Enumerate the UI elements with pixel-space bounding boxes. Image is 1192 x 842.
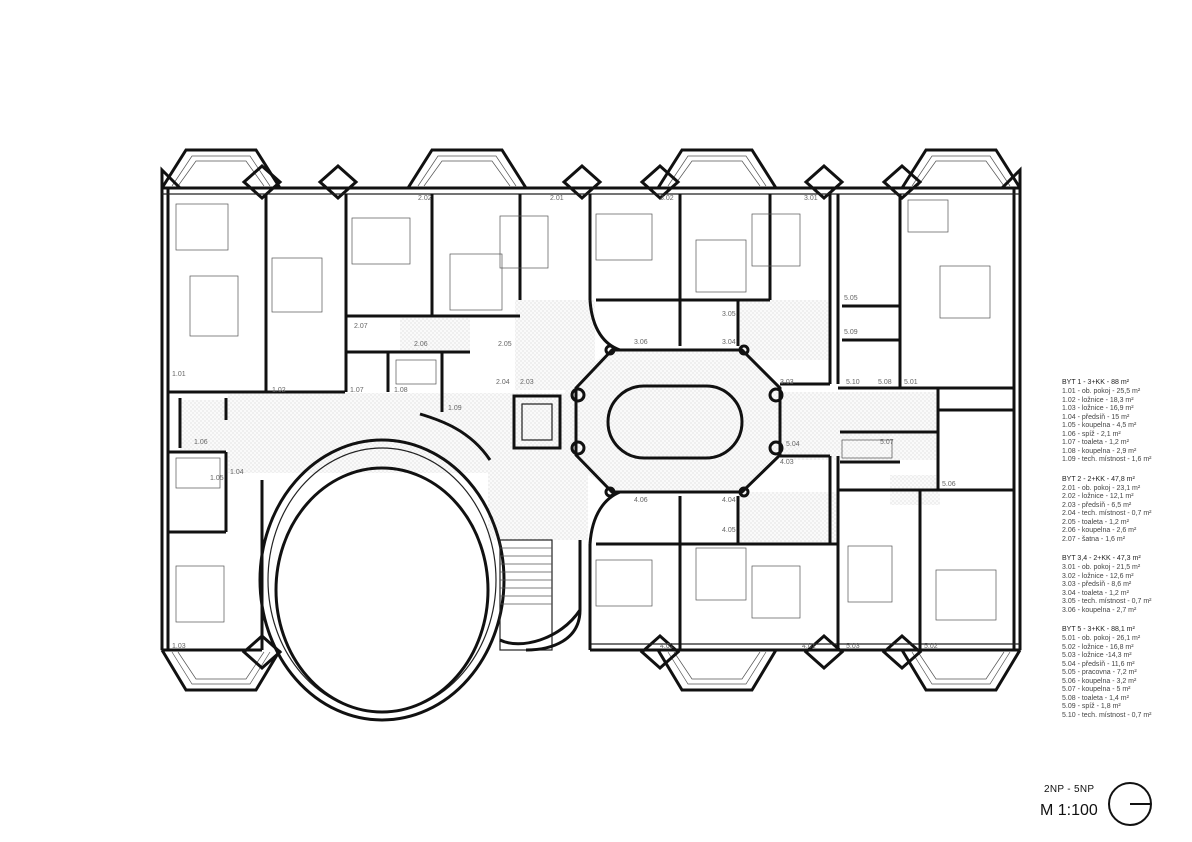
legend-item: 5.04 - předsíň - 11,6 m² (1062, 660, 1135, 668)
room-label: 5.10 (846, 379, 860, 386)
legend-item: 2.03 - předsíň - 6,5 m² (1062, 501, 1132, 509)
legend-apartment-3-4: BYT 3,4 - 2+KK - 47,3 m² 3.01 - ob. poko… (1062, 554, 1187, 615)
furniture (175, 199, 997, 623)
legend-item: 3.04 - toaleta - 1,2 m² (1062, 589, 1129, 597)
legend-item: 1.09 - tech. místnost - 1,6 m² (1062, 456, 1152, 463)
room-label: 4.05 (722, 527, 736, 534)
legend-item: 5.08 - toaleta - 1,4 m² (1062, 694, 1129, 702)
legend-item: 1.01 - ob. pokoj - 25,5 m² (1062, 388, 1141, 395)
scale-label: M 1:100 (1040, 802, 1098, 819)
room-label: 2.01 (550, 195, 564, 202)
room-label: 2.06 (414, 341, 428, 348)
room-label: 3.02 (660, 195, 674, 202)
room-label: 1.06 (194, 439, 208, 446)
legend-item: 5.10 - tech. místnost - 0,7 m² (1062, 711, 1152, 719)
legend-item: 1.07 - toaleta - 1,2 m² (1062, 439, 1129, 446)
room-label: 5.03 (846, 643, 860, 650)
room-label: 3.06 (634, 339, 648, 346)
room-label: 4.04 (722, 497, 736, 504)
legend-heading: BYT 3,4 - 2+KK - 47,3 m² (1062, 555, 1141, 562)
legend-item: 3.01 - ob. pokoj - 21,5 m² (1062, 564, 1141, 571)
room-label: 1.07 (350, 387, 364, 394)
room-label: 4.02 (660, 643, 674, 650)
legend-item: 5.07 - koupelna - 5 m² (1062, 686, 1131, 693)
room-label: 1.04 (230, 469, 244, 476)
legend-item: 5.05 - pracovna - 7,2 m² (1062, 669, 1137, 676)
room-label: 1.09 (448, 405, 462, 412)
room-label: 5.05 (844, 295, 858, 302)
legend-item: 3.03 - předsíň - 8,6 m² (1062, 581, 1132, 588)
legend-heading: BYT 1 - 3+KK - 88 m² (1062, 379, 1129, 386)
legend-apartment-5: BYT 5 - 3+KK - 88,1 m² 5.01 - ob. pokoj … (1062, 625, 1187, 720)
room-legend: BYT 1 - 3+KK - 88 m² 1.01 - ob. pokoj - … (1062, 378, 1187, 730)
legend-item: 5.02 - ložnice - 16,8 m² (1062, 643, 1134, 651)
interior-walls-middle (588, 194, 840, 650)
room-label: 1.08 (394, 387, 408, 394)
room-label: 5.08 (878, 379, 892, 386)
room-label: 1.03 (172, 643, 186, 650)
legend-item: 3.05 - tech. místnost - 0,7 m² (1062, 598, 1152, 605)
legend-item: 1.08 - koupelna - 2,9 m² (1062, 447, 1137, 455)
legend-item: 3.02 - ložnice - 12,6 m² (1062, 572, 1134, 580)
room-label: 2.02 (418, 195, 432, 202)
room-label: 1.01 (172, 371, 186, 378)
room-label: 2.03 (520, 379, 534, 386)
room-label: 2.07 (354, 323, 368, 330)
legend-item: 2.07 - šatna - 1,6 m² (1062, 535, 1126, 543)
corridor-hatch (180, 300, 940, 544)
room-label: 5.02 (924, 643, 938, 650)
room-label: 4.06 (634, 497, 648, 504)
legend-item: 5.03 - ložnice -14,3 m² (1062, 652, 1132, 659)
legend-item: 5.01 - ob. pokoj - 26,1 m² (1062, 635, 1141, 642)
legend-item: 2.05 - toaleta - 1,2 m² (1062, 518, 1129, 526)
room-label: 3.05 (722, 311, 736, 318)
floor-range-label: 2NP - 5NP (1044, 784, 1095, 795)
room-label: 4.03 (780, 459, 794, 466)
room-label: 5.06 (942, 481, 956, 488)
room-label: 3.04 (722, 339, 736, 346)
room-label: 3.01 (804, 195, 818, 202)
room-label: 1.02 (272, 387, 286, 394)
legend-item: 2.01 - ob. pokoj - 23,1 m² (1062, 484, 1141, 492)
legend-item: 1.02 - ložnice - 18,3 m² (1062, 396, 1134, 404)
legend-item: 2.02 - ložnice - 12,1 m² (1062, 493, 1134, 500)
legend-item: 2.04 - tech. místnost - 0,7 m² (1062, 510, 1152, 517)
legend-item: 2.06 - koupelna - 2,6 m² (1062, 527, 1137, 534)
legend-item: 1.04 - předsíň - 15 m² (1062, 413, 1130, 421)
legend-item: 3.06 - koupelna - 2,7 m² (1062, 606, 1137, 614)
room-label: 5.04 (786, 441, 800, 448)
interior-walls-left (166, 194, 522, 650)
legend-heading: BYT 5 - 3+KK - 88,1 m² (1062, 626, 1135, 633)
room-labels: 1.01 1.02 1.03 1.04 1.05 1.06 1.07 1.08 … (172, 195, 956, 650)
room-label: 2.04 (496, 379, 510, 386)
legend-item: 5.06 - koupelna - 3,2 m² (1062, 677, 1137, 685)
legend-item: 1.06 - spíž - 2,1 m² (1062, 430, 1121, 438)
interior-walls-right (838, 194, 1014, 650)
room-label: 4.01 (802, 643, 816, 650)
legend-item: 5.09 - spíž - 1,8 m² (1062, 703, 1121, 710)
room-label: 2.05 (498, 341, 512, 348)
north-arrow-icon (1108, 782, 1152, 826)
room-label: 5.07 (880, 439, 894, 446)
legend-heading: BYT 2 - 2+KK - 47,8 m² (1062, 475, 1135, 483)
room-label: 1.05 (210, 475, 224, 482)
exterior-walls (160, 186, 1022, 652)
room-label: 5.09 (844, 329, 858, 336)
legend-apartment-1: BYT 1 - 3+KK - 88 m² 1.01 - ob. pokoj - … (1062, 378, 1187, 465)
legend-item: 1.05 - koupelna - 4,5 m² (1062, 422, 1137, 429)
room-label: 5.01 (904, 379, 918, 386)
legend-item: 1.03 - ložnice - 16,9 m² (1062, 405, 1134, 412)
room-label: 3.03 (780, 379, 794, 386)
legend-apartment-2: BYT 2 - 2+KK - 47,8 m² 2.01 - ob. pokoj … (1062, 475, 1187, 545)
